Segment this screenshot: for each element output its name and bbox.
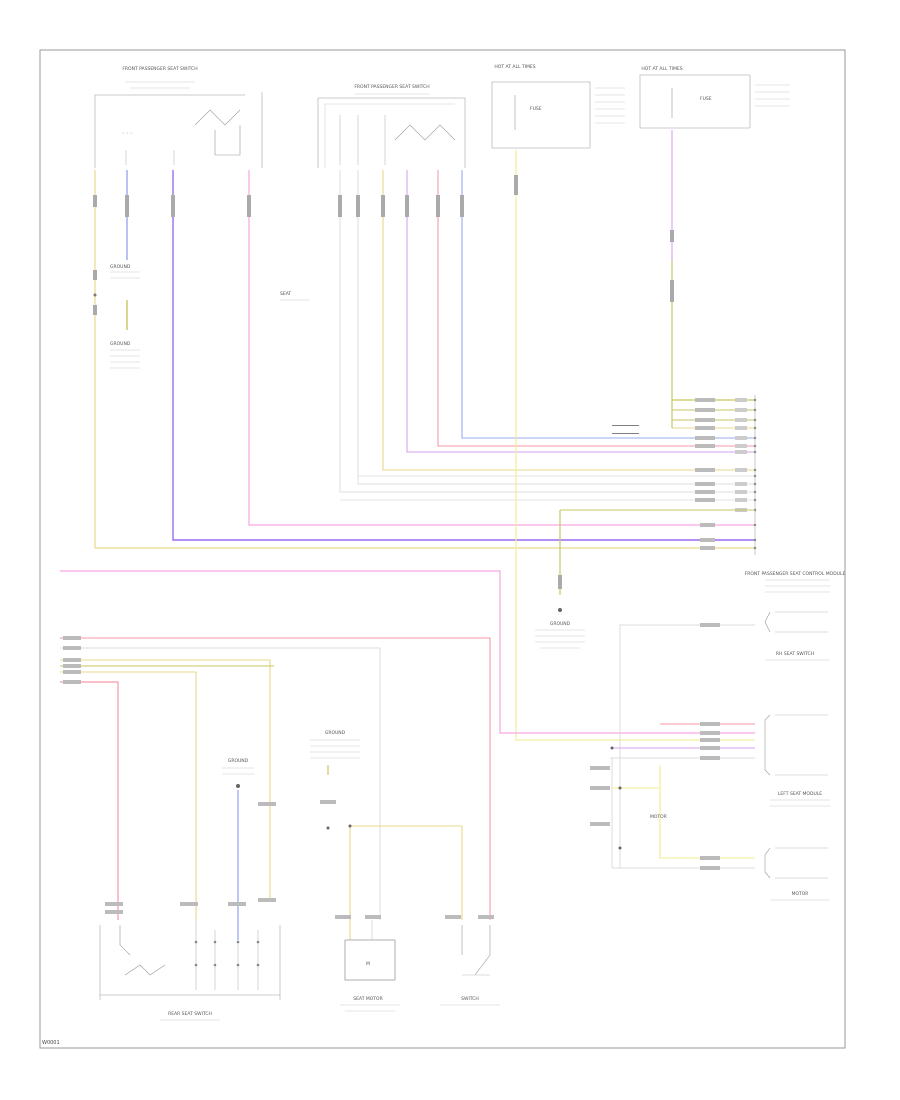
rh-switch: RH SEAT SWITCH — [764, 611, 830, 661]
top-mid-switch-label: FRONT PASSENGER SEAT SWITCH — [354, 84, 429, 90]
wire-markers-left — [93, 195, 251, 315]
motor-a-label: MOTOR — [792, 891, 809, 897]
center-ground-label: GROUND — [550, 621, 571, 627]
svg-text:◦ ◦ ◦: ◦ ◦ ◦ — [122, 132, 133, 137]
svg-text:M: M — [366, 961, 370, 967]
wire-pink-long — [60, 570, 755, 734]
fuse-b-note: HOT AT ALL TIMES — [641, 66, 682, 72]
wire-pink-bus-2 — [60, 681, 119, 920]
rh-switch-label: RH SEAT SWITCH — [776, 651, 814, 657]
fuse-a-label: FUSE — [530, 106, 542, 112]
ground-mid-label-2: GROUND — [325, 730, 346, 736]
passenger-module-label: FRONT PASSENGER SEAT CONTROL MODULE — [745, 571, 846, 577]
wire-lightyellow-fuse-a — [515, 150, 755, 741]
wire-grey-bus — [60, 647, 381, 920]
wire-red-bus — [60, 637, 491, 920]
wire-violet-main — [172, 170, 755, 541]
wire-blue-mid — [461, 170, 755, 439]
wire-yellow-motor — [349, 825, 463, 940]
wire-red-mid — [437, 170, 755, 447]
fuse-a-note: HOT AT ALL TIMES — [494, 64, 535, 70]
bottom-left-switch: REAR SEAT SWITCH — [99, 920, 281, 1021]
fuse-a: HOT AT ALL TIMES FUSE — [491, 64, 625, 149]
wire-grey-2 — [357, 170, 755, 485]
bottom-left-switch-label: REAR SEAT SWITCH — [168, 1011, 212, 1017]
left-ground-label-2: GROUND — [110, 341, 131, 347]
bottom-mid-motor: M SEAT MOTOR — [340, 939, 400, 1012]
footer-code: W0001 — [42, 1040, 60, 1046]
top-mid-switch: FRONT PASSENGER SEAT SWITCH — [317, 84, 466, 168]
wire-olive-right — [659, 765, 755, 859]
wire-yellow-bus-2 — [60, 659, 271, 900]
fuse-b: HOT AT ALL TIMES FUSE — [639, 66, 790, 129]
left-ground-label: GROUND — [110, 264, 131, 270]
wire-yellow-bus-3 — [60, 671, 197, 920]
bottom-mid-motor-label: SEAT MOTOR — [353, 996, 382, 1002]
bottom-right-switch: SWITCH — [440, 925, 500, 1006]
lh-module-label: LEFT SEAT MODULE — [778, 791, 822, 797]
passenger-module-connector: ━━━━━━━━━━ ━━━━━━━━━━ FRONT PASSENGER SE… — [611, 395, 846, 593]
ground-mid-label: GROUND — [228, 758, 249, 764]
top-left-switch-label: FRONT PASSENGER SEAT SWITCH — [122, 66, 197, 72]
wire-grey-right-1 — [619, 624, 755, 868]
wire-markers-mid — [338, 195, 464, 217]
fuse-b-label: FUSE — [700, 96, 712, 102]
diagram-frame — [39, 49, 846, 1049]
svg-text:━━━━━━━━━━: ━━━━━━━━━━ — [611, 432, 639, 437]
wire-yellow-mid — [382, 170, 755, 471]
top-left-switch: FRONT PASSENGER SEAT SWITCH ◦ ◦ ◦ — [94, 66, 263, 168]
wire-pink-main — [248, 170, 755, 526]
wire-olive-fuse-b — [671, 260, 755, 401]
mid-note-label: SEAT — [280, 291, 291, 297]
module-sub-label: ━━━━━━━━━━ — [611, 424, 639, 429]
bottom-right-switch-label: SWITCH — [461, 996, 479, 1002]
lh-module: LEFT SEAT MODULE — [764, 714, 830, 807]
motor-a: MOTOR — [764, 847, 830, 901]
motor-b-label: MOTOR — [650, 814, 667, 820]
wire-violet-mid — [406, 170, 755, 453]
wire-grey-1 — [339, 170, 755, 493]
